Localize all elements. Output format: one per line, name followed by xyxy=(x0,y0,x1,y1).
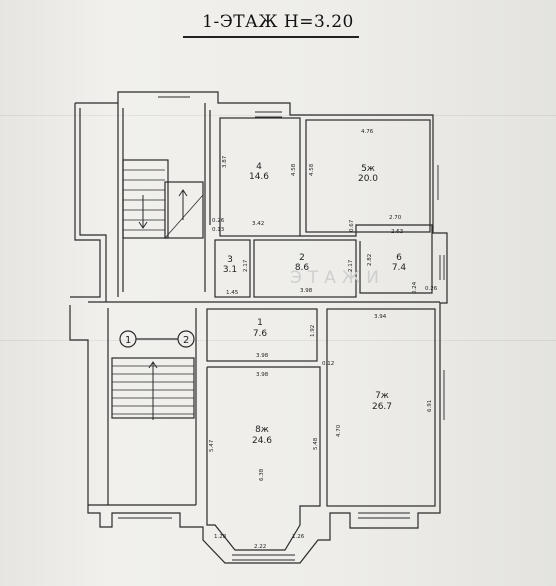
stair-arrows xyxy=(138,189,188,420)
dim-label: 1.26 xyxy=(292,534,305,540)
paper-fold xyxy=(0,340,556,341)
room-6-outline xyxy=(300,224,433,294)
room-2-number: 2 xyxy=(299,253,305,263)
dim-label: 0.67 xyxy=(349,219,355,232)
room-2-outline xyxy=(253,239,357,298)
room-6-area: 7.4 xyxy=(392,263,407,273)
room-4-outline xyxy=(219,117,301,237)
dim-label: 3.94 xyxy=(374,314,387,320)
dim-label: 0.13 xyxy=(212,227,225,233)
dim-label: 2.63 xyxy=(391,229,404,235)
dim-label: 0.26 xyxy=(425,286,438,292)
dim-label: 4.70 xyxy=(336,424,342,437)
axis-label: 2 xyxy=(183,335,189,346)
dim-label: 0.26 xyxy=(212,218,225,224)
plan-title: 1-ЭТАЖ H=3.20 xyxy=(202,12,354,32)
dim-label: 1.45 xyxy=(226,290,239,296)
room-3-area: 3.1 xyxy=(223,265,237,275)
room-1-area: 7.6 xyxy=(253,329,268,339)
outer-wall-inner xyxy=(79,108,107,302)
room-3-outline xyxy=(214,239,251,298)
room-3-number: 3 xyxy=(227,255,233,265)
dim-label: 3.98 xyxy=(300,288,313,294)
room-1-number: 1 xyxy=(257,318,263,328)
title-underline xyxy=(183,36,359,38)
room-6-number: 6 xyxy=(396,253,402,263)
room-4-number: 4 xyxy=(256,162,262,172)
stair-upper-flight xyxy=(164,181,204,239)
axis-label: 1 xyxy=(125,335,131,346)
dim-label: 2.22 xyxy=(254,544,266,550)
room-8-number: 8ж xyxy=(255,425,269,435)
windows xyxy=(118,91,445,561)
outer-wall-west xyxy=(70,103,101,298)
dim-label: 3.87 xyxy=(222,155,228,168)
room-7-area: 26.7 xyxy=(372,402,392,412)
dim-label: 5.48 xyxy=(313,437,319,450)
room-7-outline xyxy=(326,308,436,507)
dim-label: 3.98 xyxy=(256,372,269,378)
room-5-number: 5ж xyxy=(361,164,375,174)
dim-label: 6.38 xyxy=(259,468,265,481)
room-7-number: 7ж xyxy=(375,391,389,401)
stair-treads xyxy=(112,169,204,415)
dim-label: 5.47 xyxy=(209,439,215,452)
room-2-area: 8.6 xyxy=(295,263,310,273)
dim-label: 6.91 xyxy=(427,400,433,412)
dim-label: 4.58 xyxy=(291,163,297,176)
paper-fold xyxy=(0,115,556,116)
dim-label: 2.17 xyxy=(348,259,354,272)
dim-label: 4.58 xyxy=(309,163,315,176)
dim-label: 2.82 xyxy=(367,254,373,266)
dim-label: 0.12 xyxy=(322,361,334,367)
room-5-area: 20.0 xyxy=(358,174,378,184)
dim-label: 3.98 xyxy=(256,353,269,359)
room-4-area: 14.6 xyxy=(249,172,269,182)
dim-label: 4.76 xyxy=(361,129,374,135)
room-8-area: 24.6 xyxy=(252,436,272,446)
dim-label: 2.70 xyxy=(389,215,402,221)
dim-label: 3.42 xyxy=(252,221,264,227)
watermark: ЭТАЖИ xyxy=(290,268,385,288)
dim-label: 2.17 xyxy=(243,259,249,272)
stair-upper xyxy=(122,159,169,239)
dim-label: 1.28 xyxy=(214,534,227,540)
room-5-outline xyxy=(305,119,431,233)
dim-label: 0.24 xyxy=(412,281,418,294)
dim-label: 1.92 xyxy=(310,325,316,337)
room-1-outline xyxy=(206,308,318,362)
room-8-outline xyxy=(206,366,321,551)
outer-wall xyxy=(69,91,448,564)
